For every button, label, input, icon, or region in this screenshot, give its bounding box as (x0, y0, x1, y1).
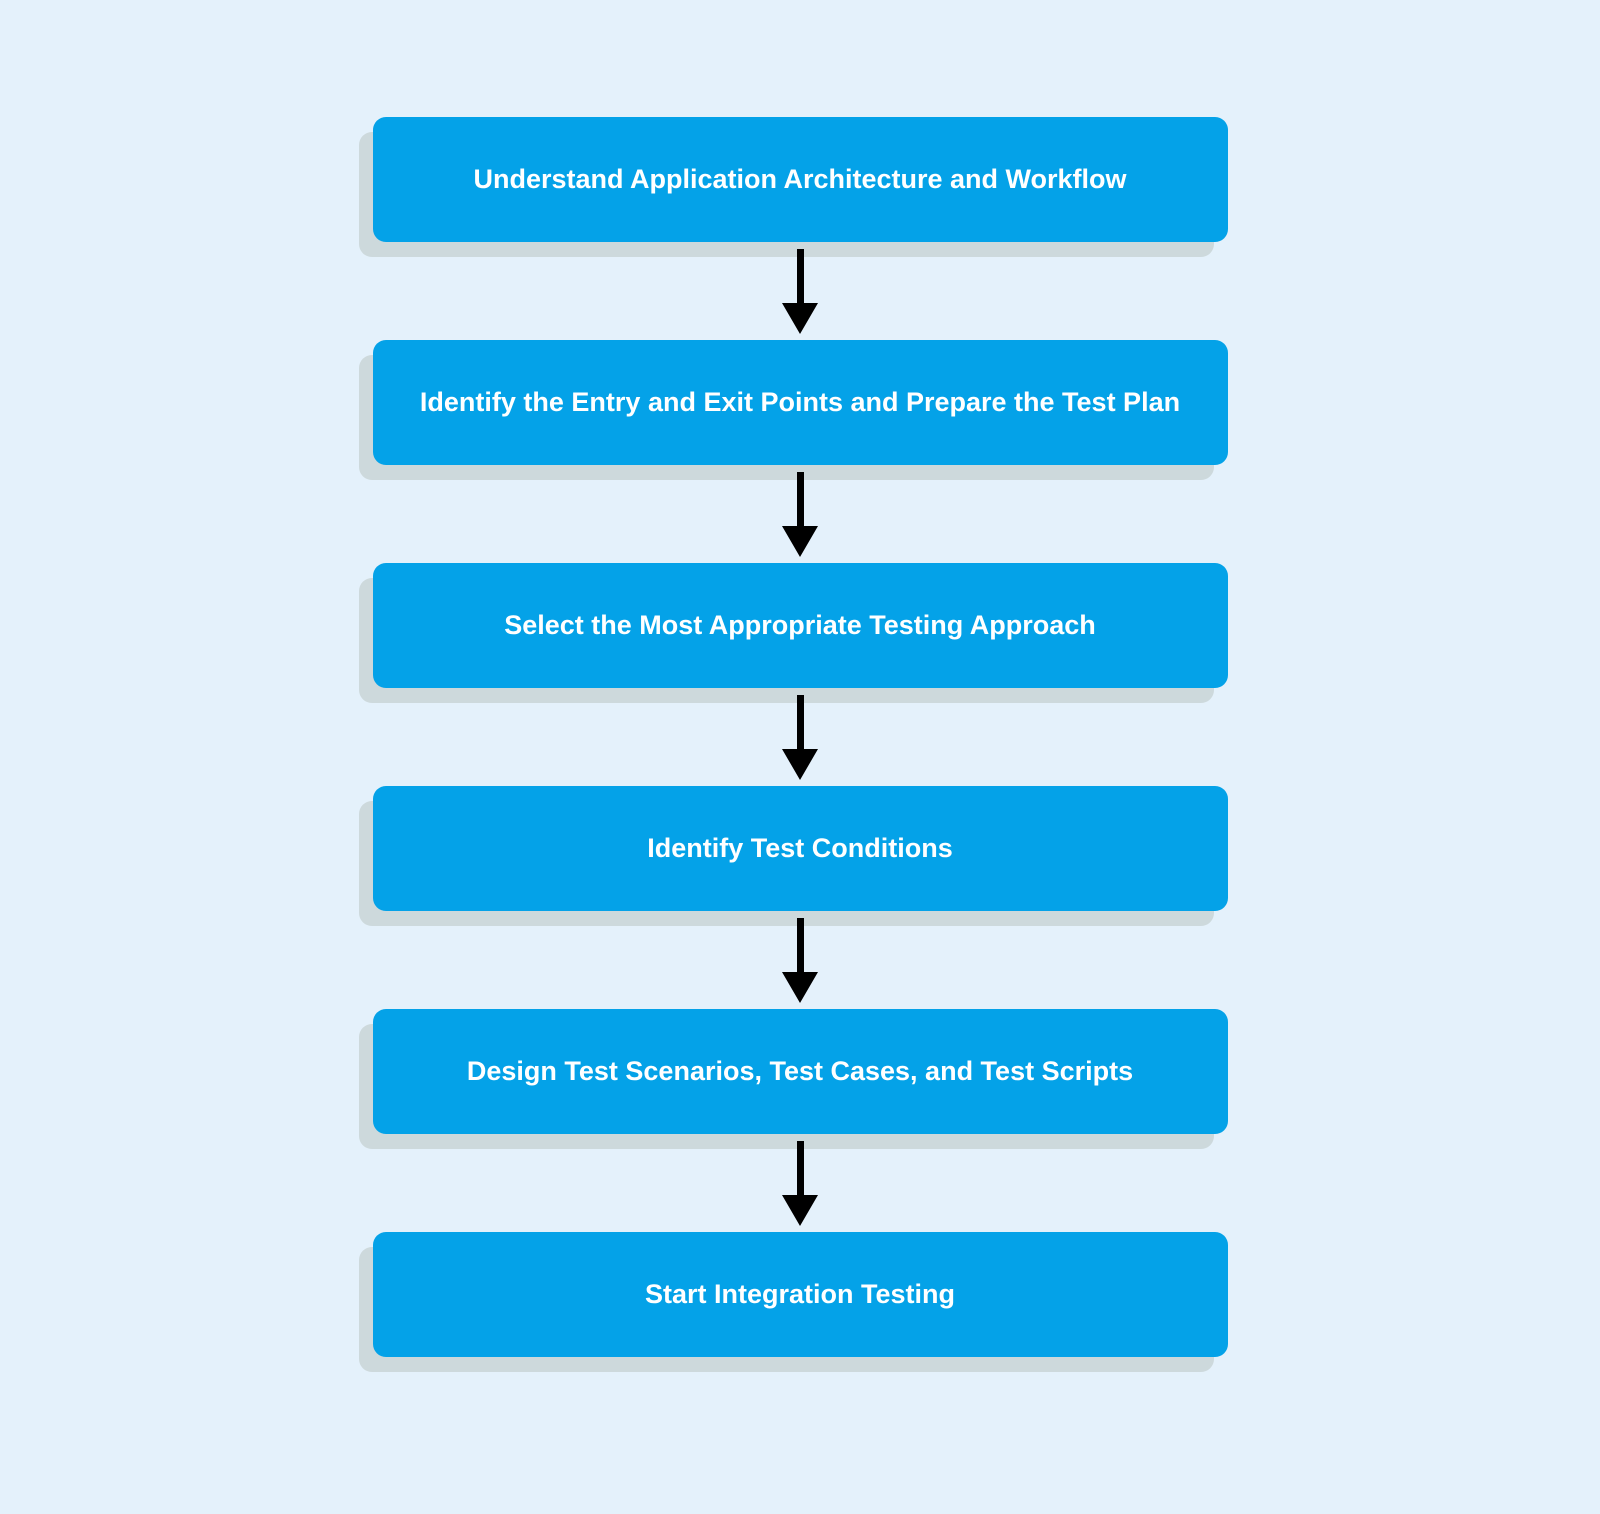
step-label-5: Design Test Scenarios, Test Cases, and T… (466, 1056, 1134, 1087)
step-box-1: Understand Application Architecture and … (372, 117, 1228, 242)
arrow-head (782, 1194, 818, 1226)
arrow-down-icon (782, 688, 818, 786)
step-box-5: Design Test Scenarios, Test Cases, and T… (372, 1009, 1228, 1134)
step-label-3: Select the Most Appropriate Testing Appr… (504, 610, 1096, 641)
arrow-shaft (796, 1140, 804, 1195)
step-box-6: Start Integration Testing (372, 1232, 1228, 1357)
arrow-down-icon (782, 911, 818, 1009)
arrow-head (782, 525, 818, 557)
integration-testing-flowchart: Understand Application Architecture and … (372, 117, 1228, 1357)
step-box-4: Identify Test Conditions (372, 786, 1228, 911)
arrow-head (782, 971, 818, 1003)
arrow-shaft (796, 471, 804, 526)
arrow-down-icon (782, 465, 818, 563)
step-label-6: Start Integration Testing (644, 1279, 955, 1310)
arrow-shaft (796, 917, 804, 972)
arrow-shaft (796, 248, 804, 303)
arrow-head (782, 302, 818, 334)
step-label-2: Identify the Entry and Exit Points and P… (419, 387, 1181, 418)
step-label-1: Understand Application Architecture and … (473, 164, 1127, 195)
arrow-down-icon (782, 242, 818, 340)
arrow-down-icon (782, 1134, 818, 1232)
step-box-2: Identify the Entry and Exit Points and P… (372, 340, 1228, 465)
arrow-head (782, 748, 818, 780)
arrow-shaft (796, 694, 804, 749)
step-box-3: Select the Most Appropriate Testing Appr… (372, 563, 1228, 688)
step-label-4: Identify Test Conditions (647, 833, 953, 864)
